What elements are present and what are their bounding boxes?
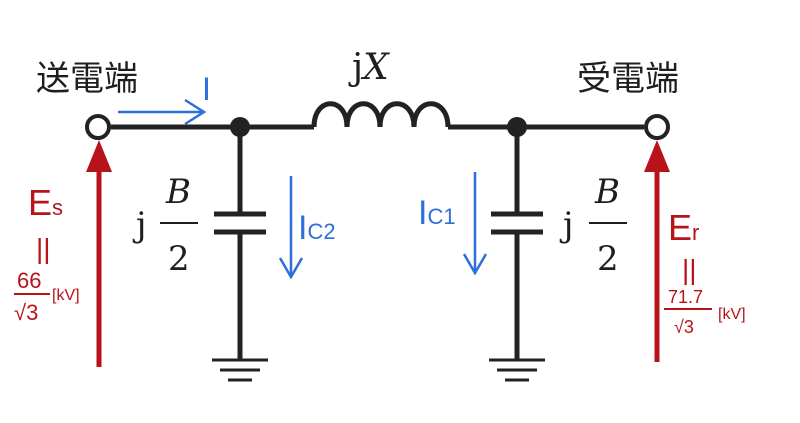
current-ic2-label: IC2	[298, 209, 336, 247]
svg-text:71.7: 71.7	[668, 287, 703, 307]
right-capacitor-label: j B 2	[559, 172, 627, 279]
svg-text:66: 66	[17, 268, 41, 293]
sending-terminal	[85, 114, 111, 140]
receiving-voltage-label: Er || 71.7 √3 [kV]	[664, 207, 746, 337]
current-ic1-label: IC1	[418, 194, 456, 232]
sending-voltage-arrow	[86, 140, 112, 367]
svg-text:[kV]: [kV]	[52, 287, 80, 304]
svg-text:√3: √3	[674, 317, 694, 337]
svg-text:j: j	[559, 205, 574, 245]
current-ic1-arrow	[462, 172, 488, 276]
svg-text:Er: Er	[668, 207, 699, 248]
svg-text:j: j	[132, 205, 147, 245]
current-ic2-arrow	[278, 176, 304, 280]
receiving-voltage-arrow	[644, 140, 670, 362]
svg-text:||: ||	[36, 233, 51, 264]
right-ground-icon	[489, 358, 545, 382]
svg-text:B: B	[165, 172, 191, 212]
left-capacitor-label: j B 2	[132, 172, 198, 279]
inductor-coil	[311, 101, 451, 128]
svg-text:2: 2	[168, 239, 190, 279]
svg-text:||: ||	[682, 254, 697, 285]
receiving-terminal	[644, 114, 670, 140]
receiving-end-label: 受電端	[577, 59, 679, 99]
current-i-arrow	[118, 98, 207, 126]
sending-end-label: 送電端	[36, 59, 138, 99]
current-i-label: I	[202, 71, 211, 107]
sending-voltage-label: Es || 66 √3 [kV]	[14, 182, 80, 325]
svg-text:B: B	[594, 172, 620, 212]
svg-text:[kV]: [kV]	[718, 306, 746, 323]
left-ground-icon	[212, 358, 268, 382]
reactance-label: jX	[348, 47, 390, 88]
svg-text:√3: √3	[14, 300, 38, 325]
svg-text:2: 2	[597, 239, 619, 279]
svg-text:Es: Es	[28, 182, 63, 223]
